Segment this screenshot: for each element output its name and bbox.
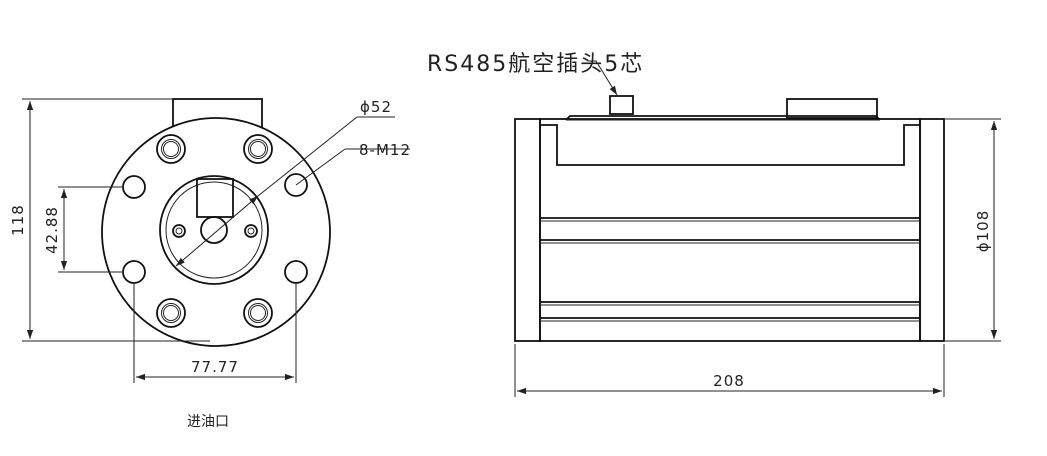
side-boss — [786, 98, 878, 119]
view-caption: 进油口 — [187, 414, 229, 430]
connector-label: RS485航空插头5芯 — [427, 52, 644, 77]
dim-length: 208 — [713, 372, 745, 390]
housing-body — [539, 118, 921, 342]
connector-pin — [609, 95, 634, 115]
right-end-cap — [919, 118, 945, 342]
dim-bore-diameter: ϕ52 — [360, 98, 392, 116]
top-cover — [540, 124, 920, 166]
left-end-cap — [514, 118, 541, 342]
front-view: ϕ52 8-M12 118 42.88 77.77 进油口 — [9, 98, 411, 430]
dim-hole-spacing-horizontal: 77.77 — [191, 358, 239, 376]
side-view: RS485航空插头5芯 208 ϕ108 — [427, 52, 1001, 397]
counterbored-bolts — [156, 134, 273, 328]
dim-bolt-holes: 8-M12 — [359, 141, 411, 159]
center-bore — [159, 175, 269, 285]
dim-height: 118 — [9, 204, 27, 236]
bolt-holes — [122, 173, 308, 284]
dim-hole-spacing-vertical: 42.88 — [43, 206, 61, 254]
dim-diameter: ϕ108 — [974, 210, 992, 253]
